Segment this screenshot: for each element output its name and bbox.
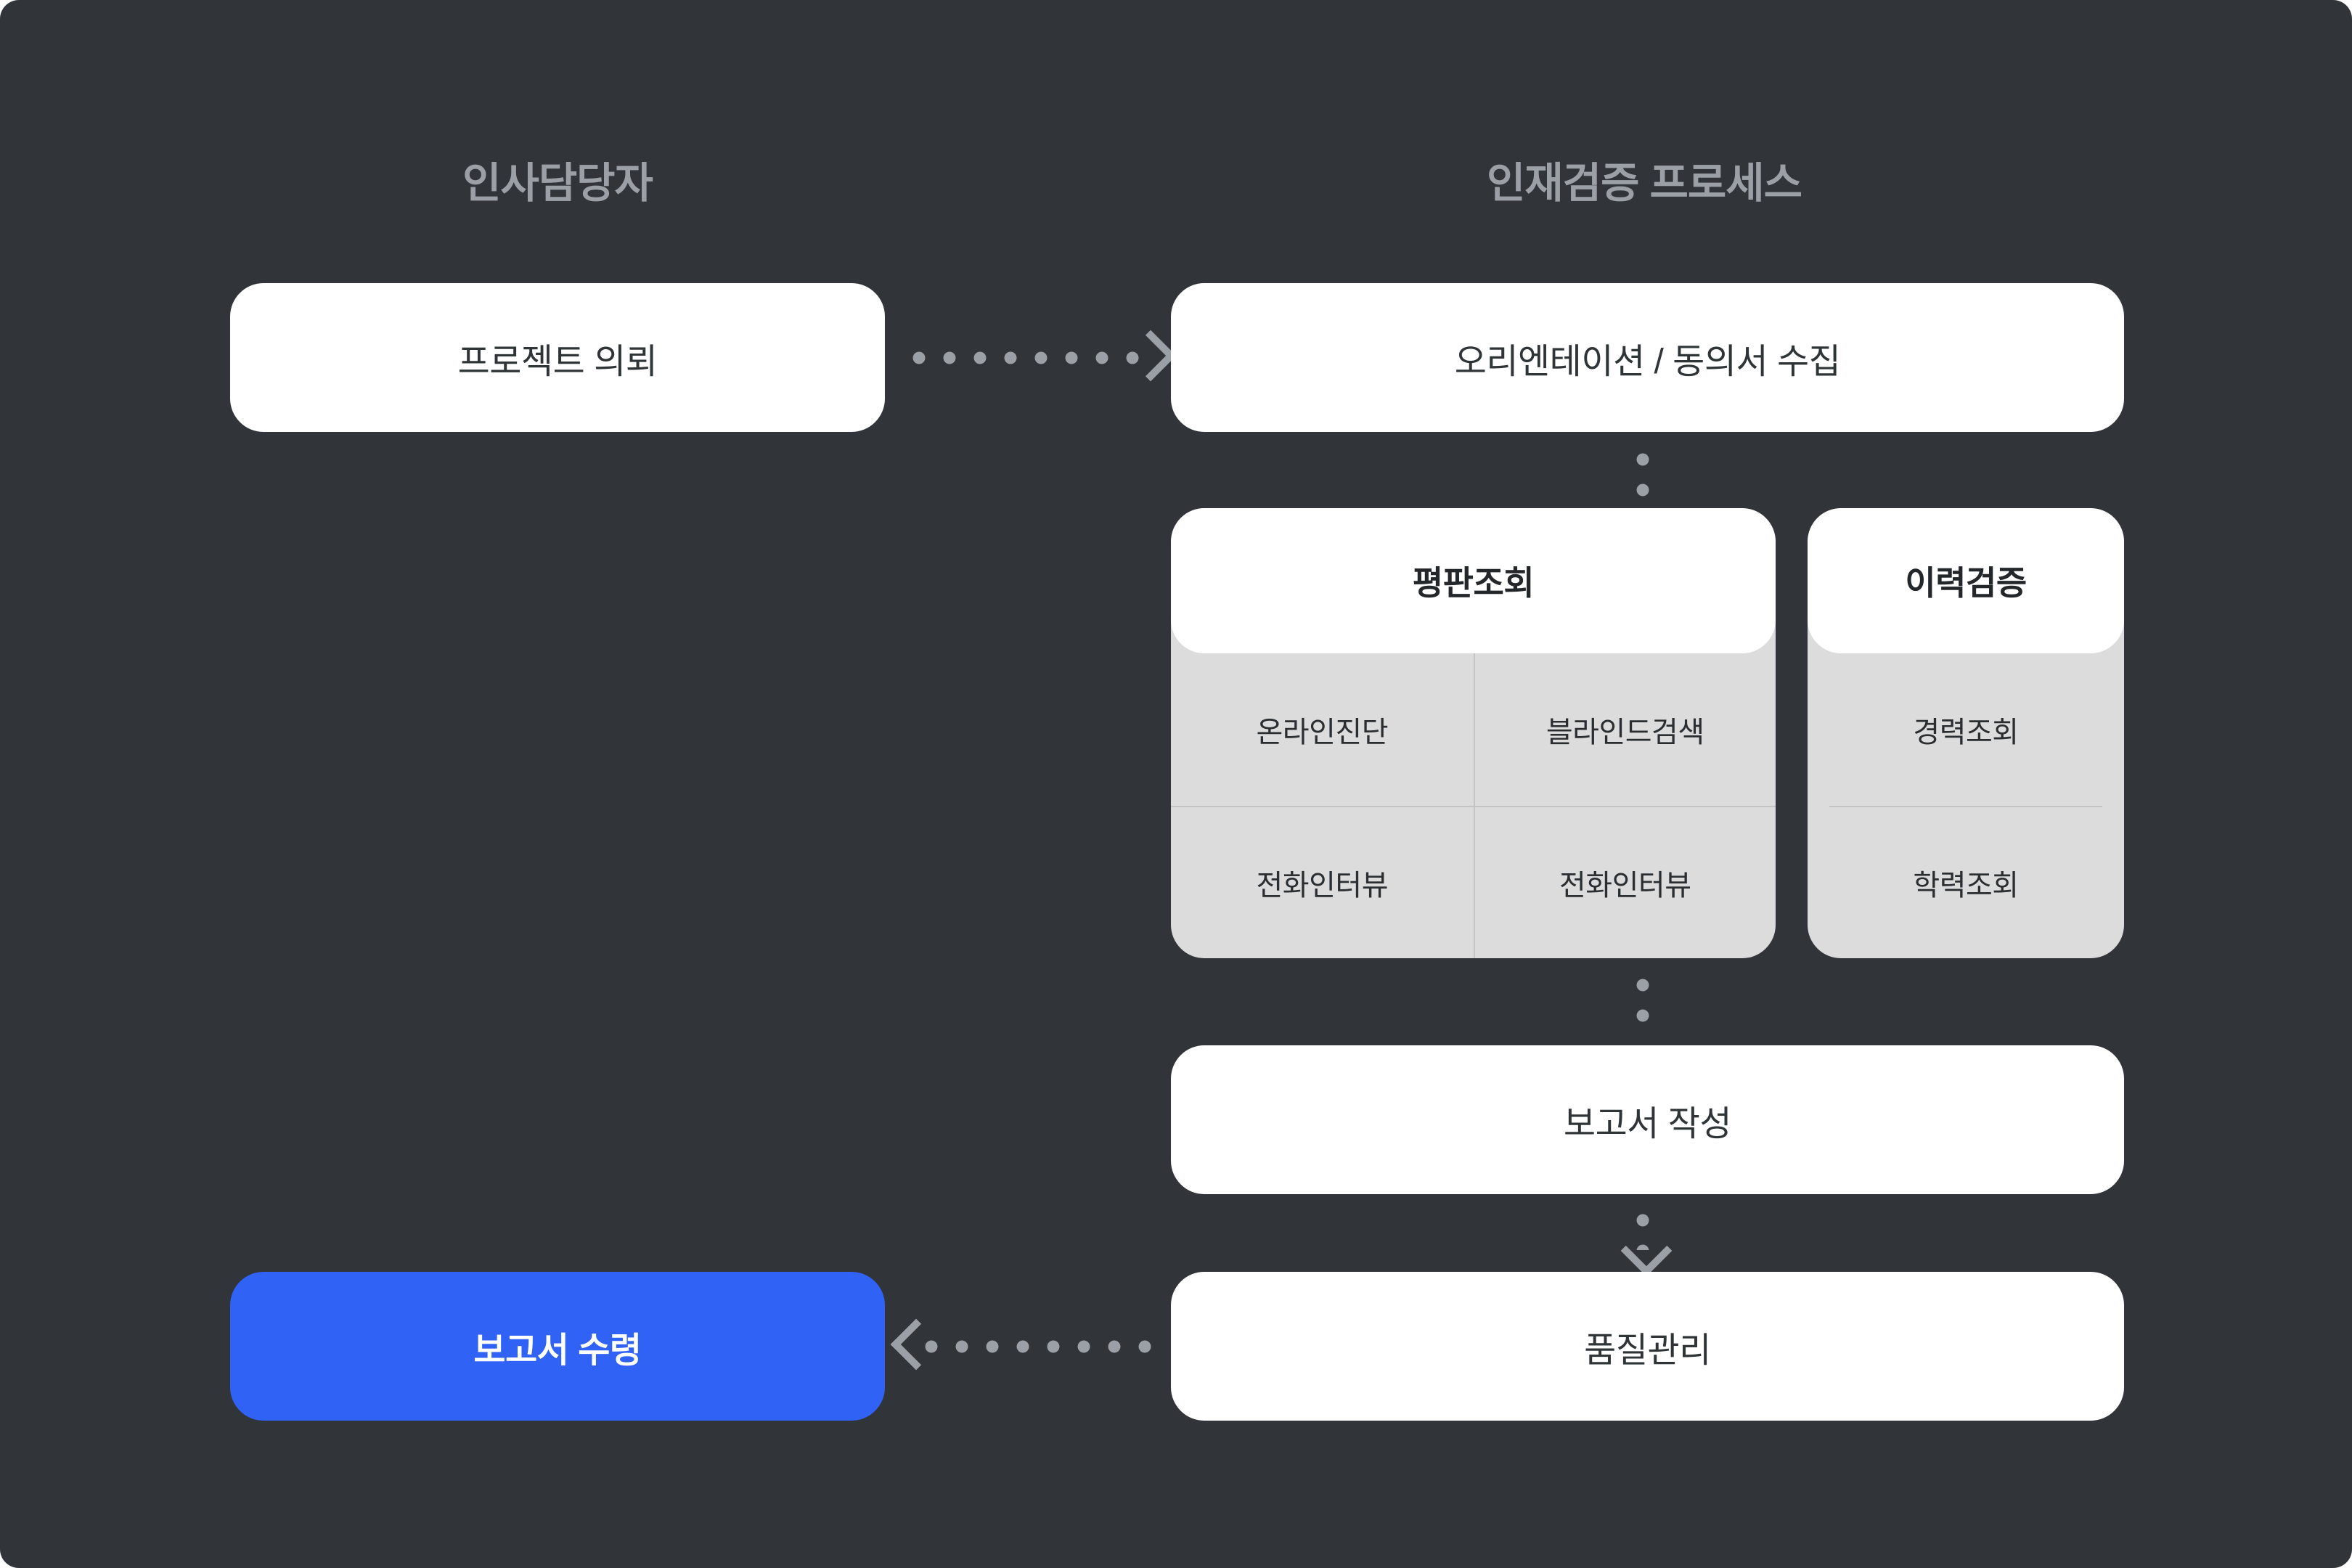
sub-item-phone-interview-2[interactable]: 전화인터뷰 [1473,806,1776,958]
connector-report-to-quality [1636,1205,1649,1250]
connector-groups-to-report [1636,970,1649,1034]
node-project-request[interactable]: 프로젝트 의뢰 [230,283,885,432]
connector-quality-to-receive [916,1340,1156,1353]
connector-request-to-orientation [904,351,1143,364]
column-title-screening-process: 인재검증 프로세스 [1487,160,1802,207]
arrow-down-icon [1620,1225,1673,1277]
arrow-left-icon [890,1318,942,1371]
sub-item-phone-interview-1[interactable]: 전화인터뷰 [1171,806,1474,958]
arrow-right-icon [1124,330,1177,382]
group-card-reputation-check[interactable]: 평판조회 온라인진단 블라인드검색 전화인터뷰 전화인터뷰 [1171,508,1776,958]
group-title-reputation-check: 평판조회 [1171,508,1776,653]
group-title-history-verification: 이력검증 [1808,508,2124,653]
node-report-writing[interactable]: 보고서 작성 [1171,1045,2124,1194]
sub-item-education-check[interactable]: 학력조회 [1829,806,2102,958]
sub-item-blind-search[interactable]: 블라인드검색 [1473,653,1776,806]
group-body-reputation-check: 온라인진단 블라인드검색 전화인터뷰 전화인터뷰 [1171,653,1776,958]
connector-orientation-to-groups [1636,444,1649,497]
group-body-history-verification: 경력조회 학력조회 [1808,653,2124,958]
node-orientation-consent[interactable]: 오리엔테이션 / 동의서 수집 [1171,283,2124,432]
sub-item-online-diagnosis[interactable]: 온라인진단 [1256,716,1389,748]
group-card-history-verification[interactable]: 이력검증 경력조회 학력조회 [1808,508,2124,958]
sub-item-career-check[interactable]: 경력조회 [1913,716,2019,748]
node-quality-control[interactable]: 품질관리 [1171,1272,2124,1421]
node-report-received[interactable]: 보고서 수령 [230,1272,885,1421]
column-title-hr-manager: 인사담당자 [462,160,653,207]
